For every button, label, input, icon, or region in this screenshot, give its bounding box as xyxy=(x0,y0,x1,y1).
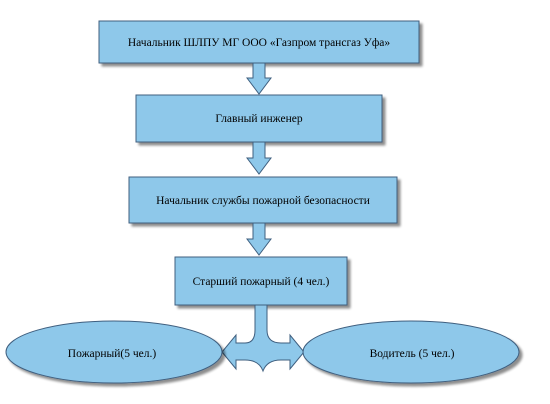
node-head-label: Начальник ШЛПУ МГ ООО «Газпром трансгаз … xyxy=(128,37,391,49)
node-chief-engineer xyxy=(135,94,383,143)
arrow-split xyxy=(221,304,305,373)
arrow-down-2 xyxy=(246,141,272,175)
arrow-down-1 xyxy=(246,62,272,95)
node-driver xyxy=(302,320,520,384)
node-head xyxy=(98,20,420,64)
node-driver-label: Водитель (5 чел.) xyxy=(370,348,455,360)
node-fire-safety-head xyxy=(128,176,398,224)
node-firefighter-label: Пожарный(5 чел.) xyxy=(68,348,157,360)
node-fire-safety-head-label: Начальник службы пожарной безопасности xyxy=(156,195,370,207)
node-senior-firefighter-label: Старший пожарный (4 чел.) xyxy=(193,276,330,288)
node-firefighter xyxy=(5,320,223,384)
node-chief-engineer-label: Главный инженер xyxy=(215,113,302,125)
arrow-down-3 xyxy=(246,222,272,256)
node-senior-firefighter xyxy=(174,256,348,306)
